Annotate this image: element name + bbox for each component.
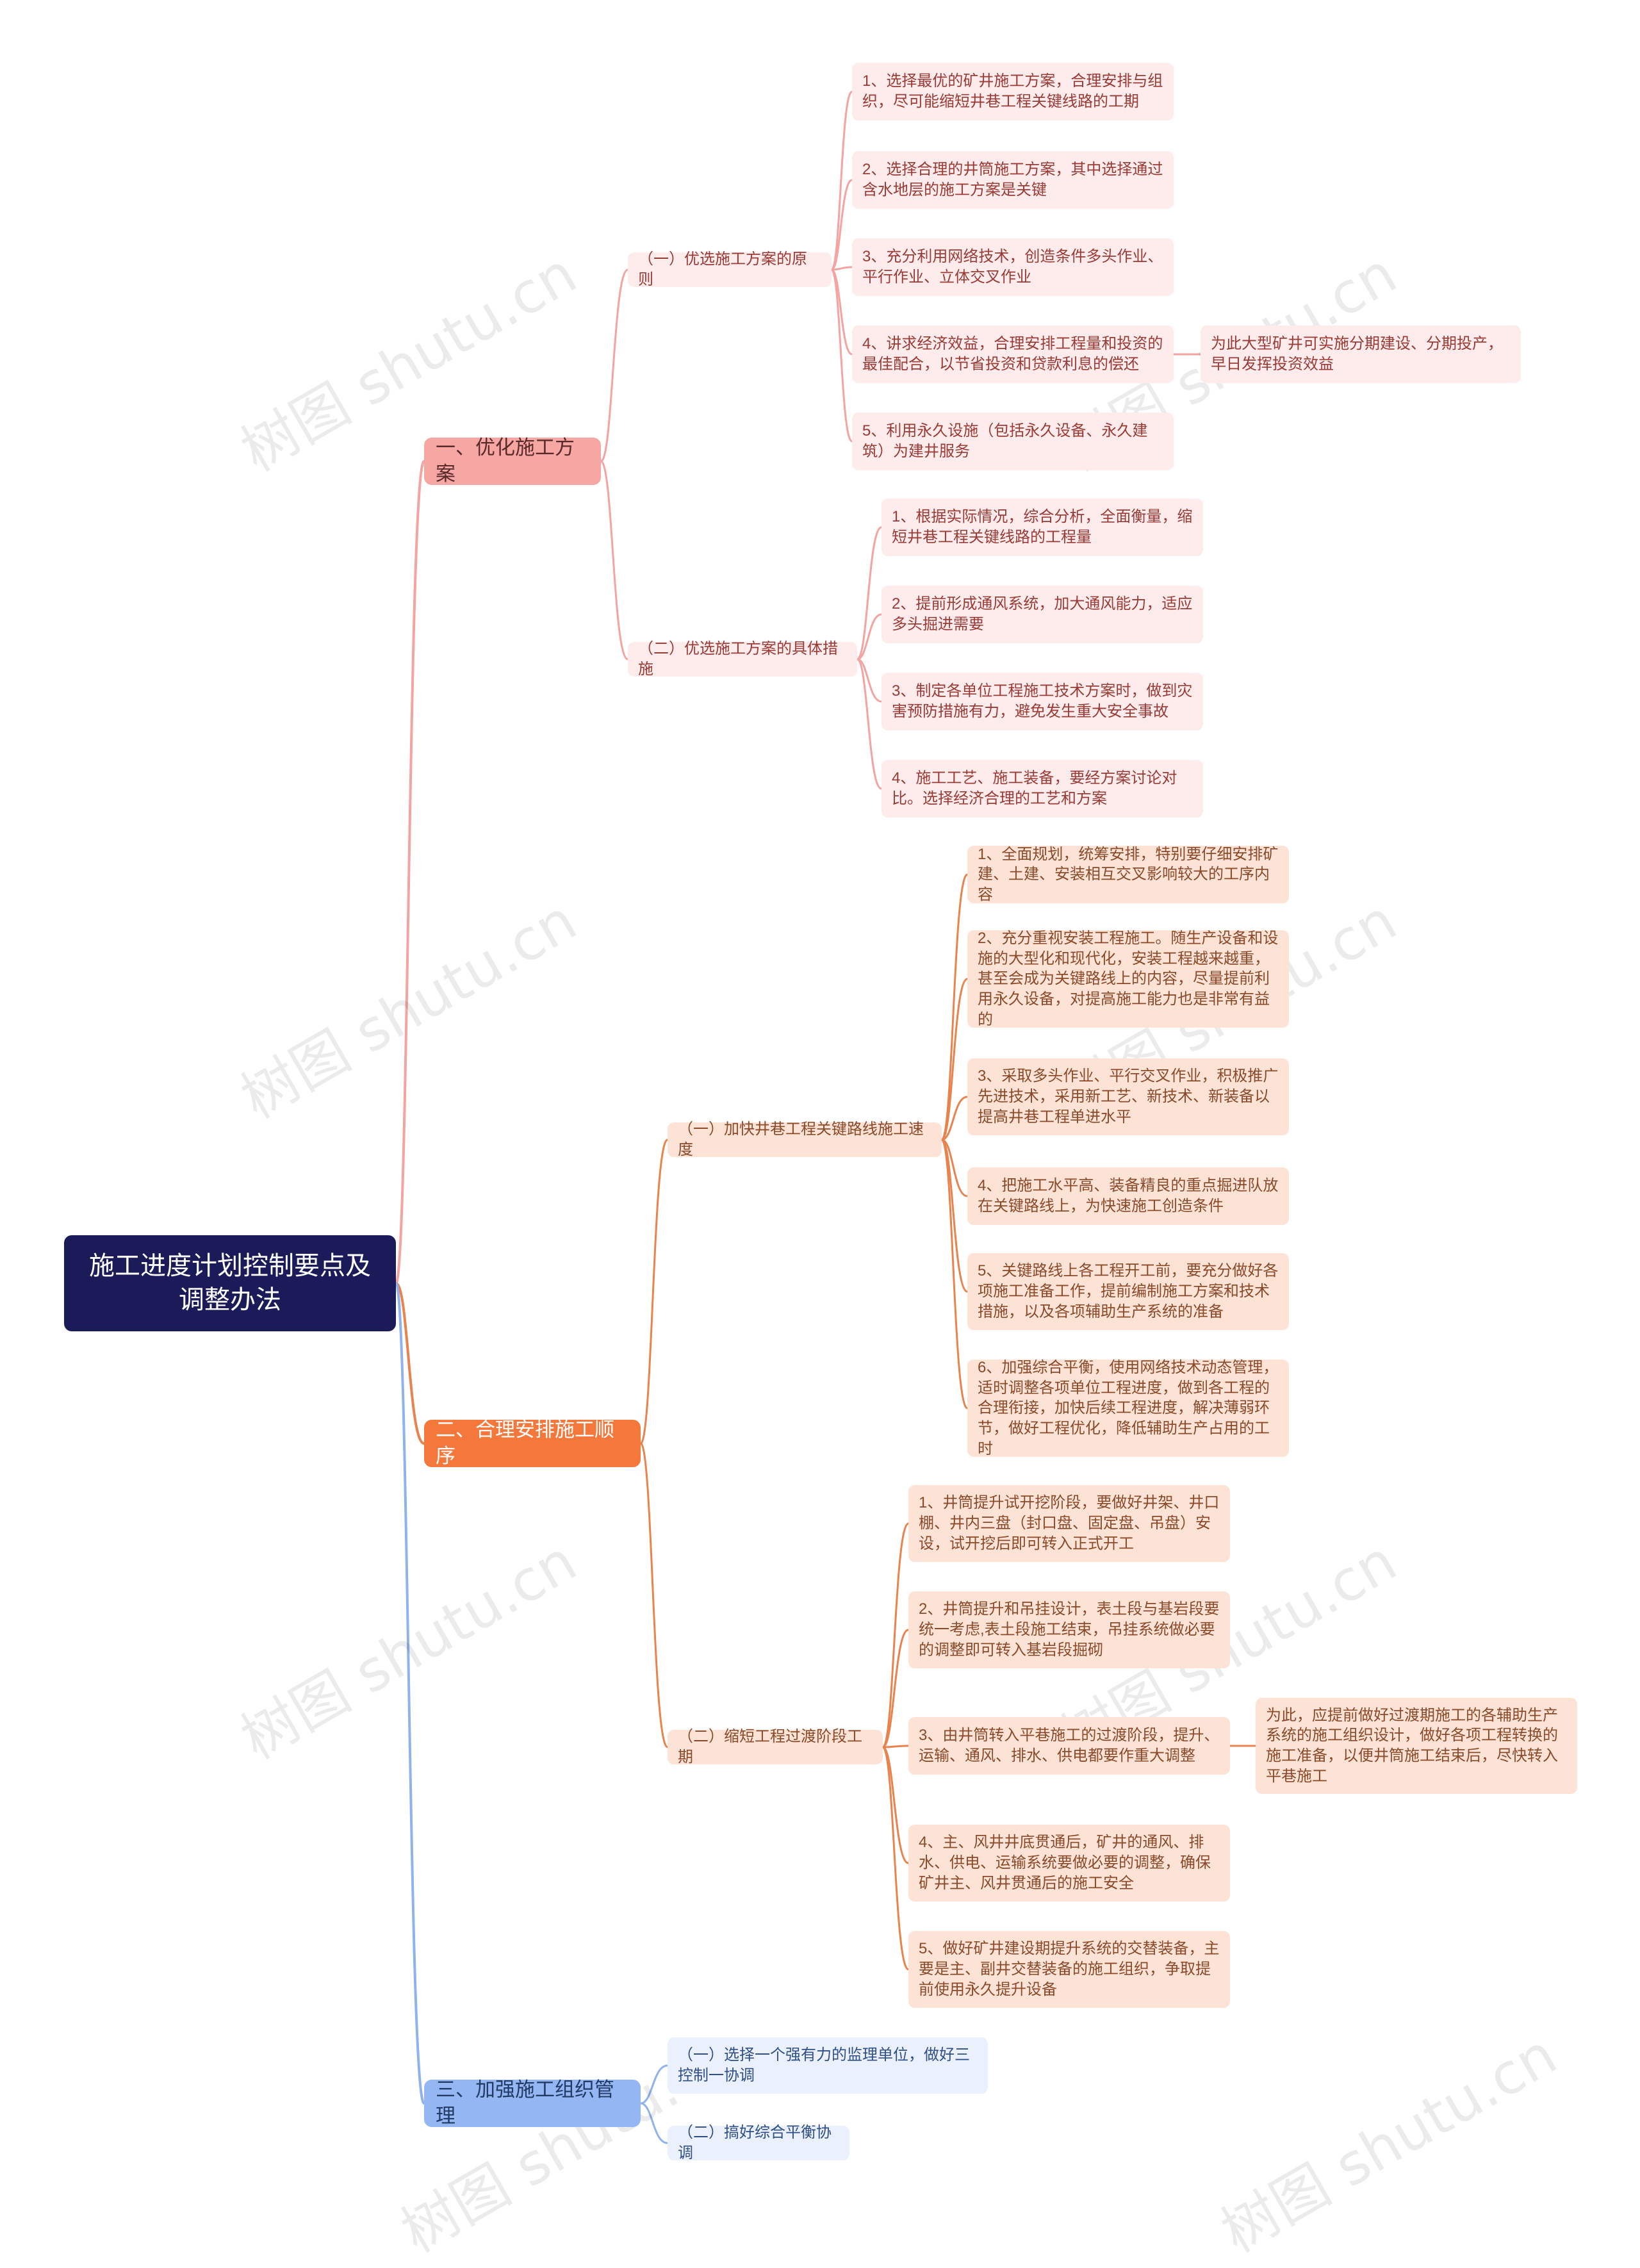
leaf-item[interactable]: 3、充分利用网络技术，创造条件多头作业、平行作业、立体交叉作业 (852, 238, 1174, 296)
connector-line (941, 1138, 968, 1197)
connector-line (882, 1629, 909, 1748)
connector-line (831, 266, 853, 271)
connector-line (882, 1746, 909, 1864)
connector-line (395, 1282, 425, 2105)
leaf-item[interactable]: 5、做好矿井建设期提升系统的交替装备，主要是主、副井交替装备的施工组织，争取提前… (908, 1931, 1230, 2008)
connector-line (941, 1096, 968, 1141)
note-transition-preparation[interactable]: 为此，应提前做好过渡期施工的各辅助生产系统的施工组织设计，做好各项工程转换的施工… (1256, 1698, 1577, 1794)
leaf-item[interactable]: 4、施工工艺、施工装备，要经方案讨论对比。选择经济合理的工艺和方案 (882, 760, 1203, 818)
connector-line (940, 873, 969, 1141)
leaf-item[interactable]: 4、讲求经济效益，合理安排工程量和投资的最佳配合，以节省投资和贷款利息的偿还 (852, 325, 1174, 383)
leaf-item[interactable]: 4、主、风井井底贯通后，矿井的通风、排水、供电、运输系统要做必要的调整，确保矿井… (908, 1825, 1230, 1902)
leaf-item[interactable]: 5、关键路线上各工程开工前，要充分做好各项施工准备工作，提前编制施工方案和技术措… (967, 1253, 1289, 1330)
leaf-item[interactable]: 2、井筒提升和吊挂设计，表土段与基岩段要统一考虑,表土段施工结束，吊挂系统做必要… (908, 1591, 1230, 1668)
leaf-item[interactable]: 3、由井筒转入平巷施工的过渡阶段，提升、运输、通风、排水、供电都要作重大调整 (908, 1717, 1230, 1775)
connector-line (882, 1745, 909, 1748)
branch-optimize-construction-plan[interactable]: 一、优化施工方案 (424, 436, 601, 485)
subtopic-plan-selection-principles[interactable]: （一）优选施工方案的原则 (628, 251, 832, 288)
note-phased-construction[interactable]: 为此大型矿井可实施分期建设、分期投产，早日发挥投资效益 (1201, 325, 1521, 383)
leaf-item[interactable]: 2、充分重视安装工程施工。随生产设备和设施的大型化和现代化，安装工程越来越重，甚… (967, 930, 1289, 1028)
branch-strengthen-organization[interactable]: 三、加强施工组织管理 (424, 2078, 641, 2127)
connector-line (857, 613, 882, 661)
leaf-item[interactable]: 2、选择合理的井筒施工方案，其中选择通过含水地层的施工方案是关键 (852, 151, 1174, 209)
subtopic-select-supervisor[interactable]: （一）选择一个强有力的监理单位，做好三控制一协调 (668, 2037, 988, 2094)
leaf-item[interactable]: 5、利用永久设施（包括永久设备、永久建筑）为建井服务 (852, 413, 1174, 470)
leaf-item[interactable]: 1、选择最优的矿井施工方案，合理安排与组织，尽可能缩短井巷工程关键线路的工期 (852, 63, 1174, 120)
connector-line (640, 2064, 668, 2105)
connector-line (857, 658, 882, 790)
connector-line (882, 1746, 910, 1971)
leaf-item[interactable]: 6、加强综合平衡，使用网络技术动态管理，适时调整各项单位工程进度，做到各工程的合… (967, 1359, 1289, 1458)
leaf-item[interactable]: 3、制定各单位工程施工技术方案时，做到灾害预防措施有力，避免发生重大安全事故 (882, 673, 1203, 730)
subtopic-overall-balance[interactable]: （二）搞好综合平衡协调 (668, 2124, 849, 2162)
subtopic-specific-measures[interactable]: （二）优选施工方案的具体措施 (628, 640, 857, 678)
connector-line (856, 526, 882, 661)
connector-line (857, 658, 882, 703)
connector-line (882, 1522, 910, 1748)
connector-line (940, 1138, 968, 1293)
connector-line (640, 2102, 668, 2144)
subtopic-accelerate-critical-path[interactable]: （一）加快井巷工程关键路线施工速度 (668, 1121, 942, 1158)
subtopic-shorten-transition-phase[interactable]: （二）缩短工程过渡阶段工期 (668, 1728, 883, 1766)
branch-arrange-construction-sequence[interactable]: 二、合理安排施工顺序 (424, 1418, 641, 1467)
connector-line (940, 978, 968, 1141)
connector-line (830, 268, 853, 443)
leaf-item[interactable]: 3、采取多头作业、平行交叉作业，积极推广先进技术，采用新工艺、新技术、新装备以提… (967, 1058, 1289, 1135)
leaf-item[interactable]: 1、全面规划，统筹安排，特别要仔细安排矿建、土建、安装相互交叉影响较大的工序内容 (967, 846, 1289, 903)
connector-line (395, 1282, 425, 1445)
connector-line (600, 268, 628, 463)
connector-line (639, 1442, 669, 1748)
leaf-item[interactable]: 4、把施工水平高、装备精良的重点掘进队放在关键路线上，为快速施工创造条件 (967, 1167, 1289, 1225)
leaf-item[interactable]: 2、提前形成通风系统，加大通风能力，适应多头掘进需要 (882, 586, 1203, 643)
leaf-item[interactable]: 1、井筒提升试开挖阶段，要做好井架、井口棚、井内三盘（封口盘、固定盘、吊盘）安设… (908, 1485, 1230, 1562)
connector-line (639, 1138, 669, 1445)
connector-line (831, 179, 853, 271)
connector-line (395, 460, 425, 1285)
leaf-item[interactable]: 1、根据实际情况，综合分析，全面衡量，缩短井巷工程关键线路的工程量 (882, 498, 1203, 556)
connector-line (940, 1138, 969, 1409)
connector-line (830, 90, 853, 271)
root-topic[interactable]: 施工进度计划控制要点及调整办法 (64, 1235, 396, 1331)
connector-line (600, 460, 628, 661)
